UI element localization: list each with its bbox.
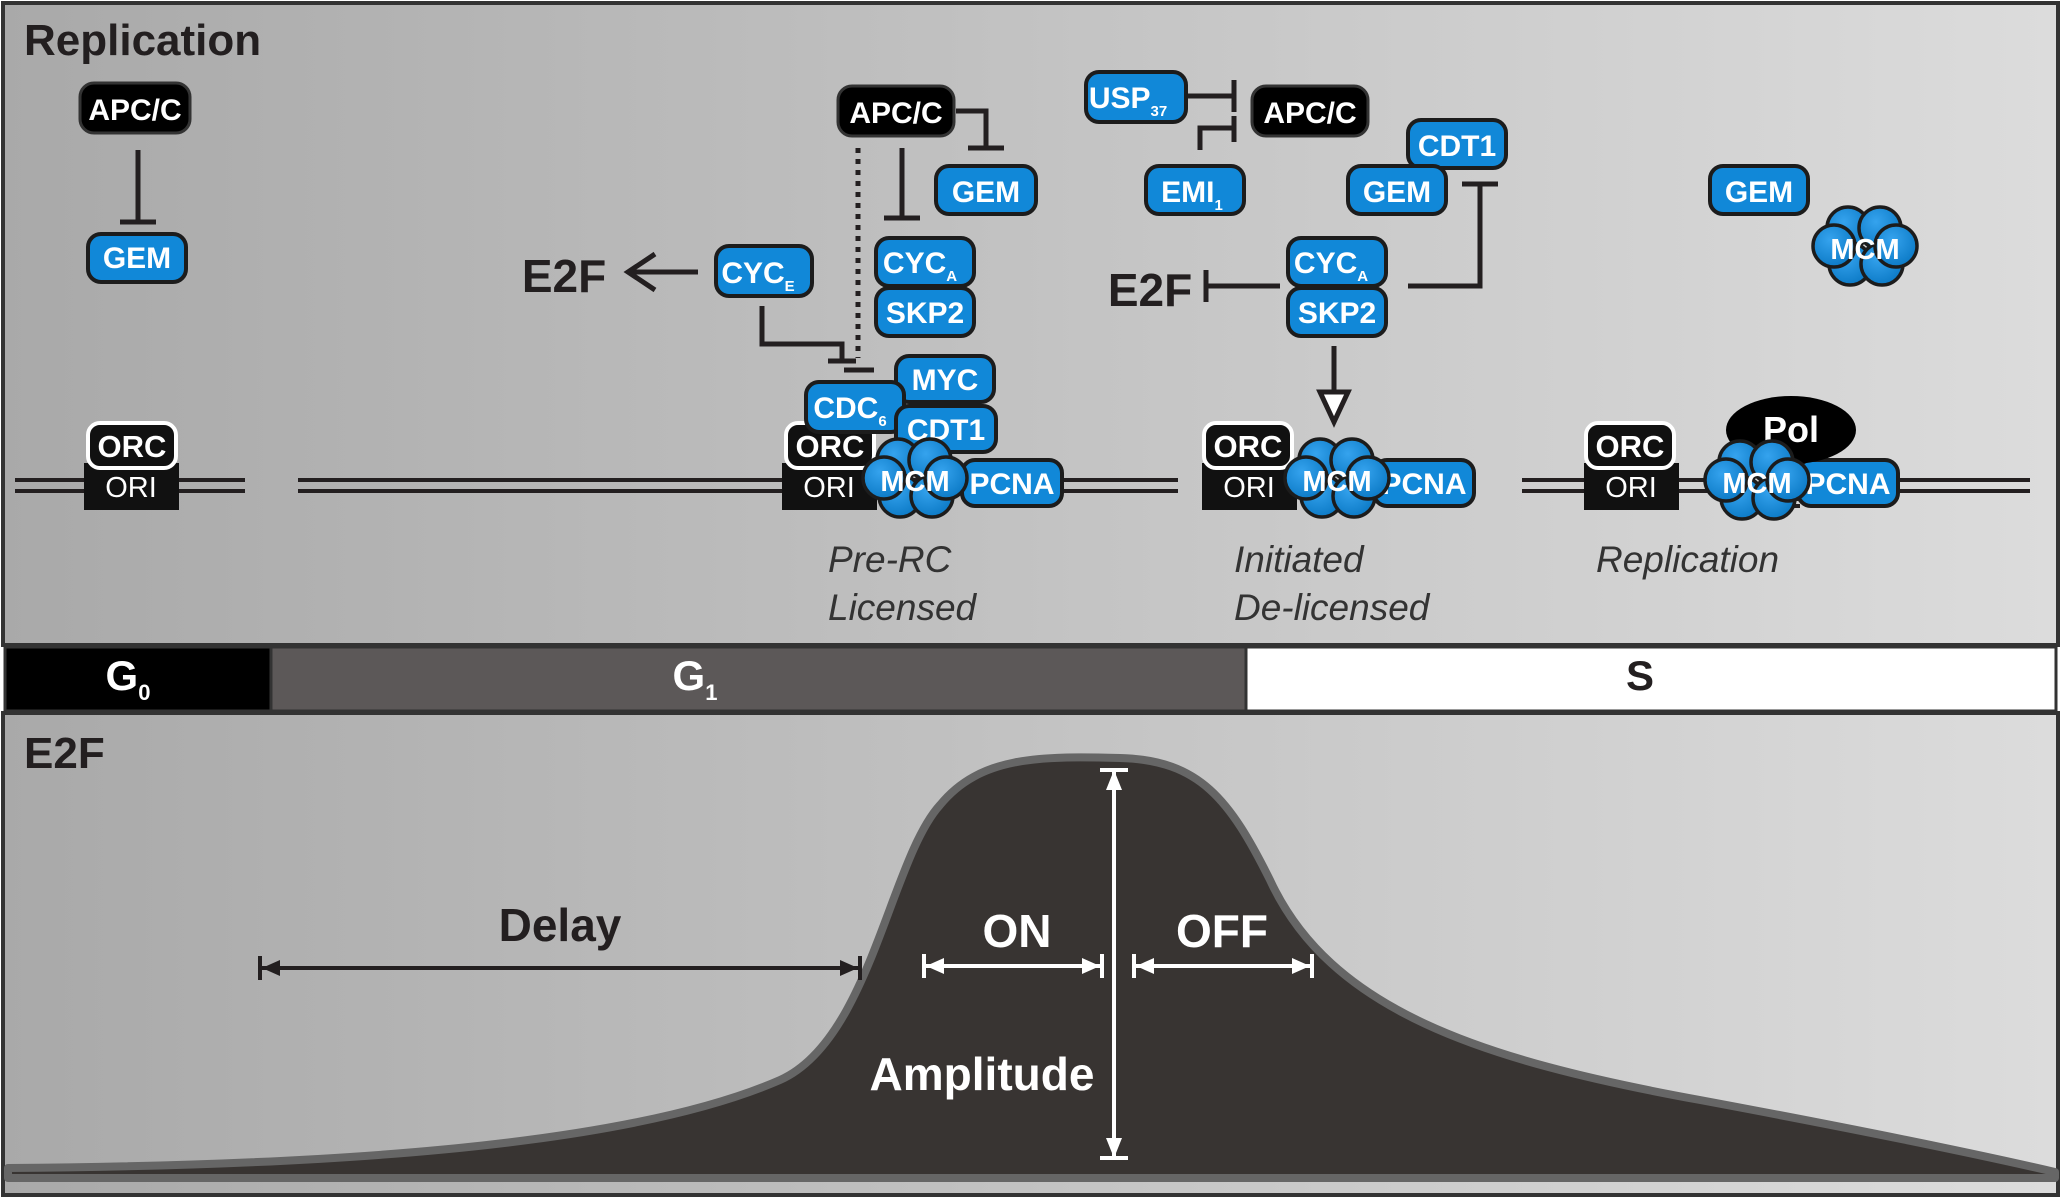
phase-s-segment: [1244, 645, 2058, 713]
orc-initiated: ORC: [1202, 421, 1294, 470]
cyca-s-label: CYCA: [1294, 247, 1368, 285]
gem-s-label: GEM: [1363, 176, 1431, 209]
apcc-g0: APC/C: [78, 81, 192, 135]
state-prerc: Pre-RC: [828, 539, 952, 580]
orc-label: ORC: [796, 429, 865, 464]
protein-boxes: [86, 70, 1900, 508]
apcc-label: APC/C: [1263, 97, 1356, 130]
e2f-label-g1: E2F: [522, 250, 606, 302]
state-initiated: Initiated: [1234, 539, 1365, 580]
delay-measure: [258, 956, 862, 980]
mcm-initiated-label: MCM: [1302, 466, 1371, 498]
usp37-label: USP37: [1089, 82, 1167, 120]
protein-labels: GEM CYCE GEM CYCA SKP2 MYC CDC6 CDT1 PCN…: [103, 82, 1891, 501]
phase-bar: G0 G1 S: [3, 645, 2058, 713]
apcc-label: APC/C: [849, 97, 942, 130]
cdc6-label: CDC6: [813, 392, 886, 430]
ori-block-prerc: ORI: [782, 463, 877, 510]
apcc-label: APC/C: [88, 94, 181, 127]
pcna-replication-label: PCNA: [1805, 468, 1890, 501]
phase-g0-label: G0: [106, 652, 151, 705]
ori-block-g0: ORI: [84, 463, 179, 510]
mcm-complex-free: MCM: [1811, 205, 1919, 287]
cyce-label: CYCE: [721, 257, 794, 295]
orc-replication: ORC: [1584, 421, 1676, 470]
ori-label-replication: ORI: [1605, 472, 1657, 504]
skp2-s-label: SKP2: [1298, 297, 1376, 330]
replication-panel: [1, 1, 2060, 647]
state-licensed: Licensed: [828, 587, 978, 628]
gem-replication-label: GEM: [1725, 176, 1793, 209]
white-measures: [922, 768, 1314, 1160]
phase-g1-label: G1: [673, 652, 718, 705]
mcm-complex-initiated: MCM: [1283, 437, 1391, 519]
mcm-complex-prerc: MCM: [861, 437, 969, 519]
orc-g0: ORC: [86, 421, 178, 470]
replication-panel-title: Replication: [24, 16, 261, 65]
state-labels: Pre-RC Licensed Initiated De-licensed Re…: [828, 539, 1779, 628]
myc-label: MYC: [912, 364, 979, 397]
delay-label: Delay: [499, 899, 622, 951]
off-label: OFF: [1176, 905, 1268, 957]
mcm-complex-replication: MCM: [1703, 439, 1811, 521]
ori-block-replication: ORI: [1584, 463, 1679, 510]
e2f-panel-title: E2F: [24, 729, 105, 778]
skp2-g1-label: SKP2: [886, 297, 964, 330]
mcm-replication-label: MCM: [1722, 468, 1791, 500]
phase-g1-segment: [269, 645, 1248, 713]
cyca-g1-label: CYCA: [883, 247, 957, 285]
phase-g0-segment: [3, 645, 273, 713]
pcna-s-label: PCNA: [1381, 468, 1466, 501]
ori-block-initiated: ORI: [1202, 463, 1297, 510]
e2f-label-s: E2F: [1108, 264, 1192, 316]
mcm-prerc-label: MCM: [880, 466, 949, 498]
orc-label: ORC: [1214, 429, 1283, 464]
gem-g0-label: GEM: [103, 242, 171, 275]
emi1-label: EMI1: [1161, 176, 1223, 214]
orc-label: ORC: [1596, 429, 1665, 464]
phase-s-label: S: [1626, 652, 1654, 699]
ori-label-g0: ORI: [105, 472, 157, 504]
cdt1-s-label: CDT1: [1418, 130, 1496, 163]
amplitude-label: Amplitude: [870, 1048, 1095, 1100]
pcna-g1-label: PCNA: [969, 468, 1054, 501]
on-label: ON: [983, 905, 1052, 957]
regulation-lines: [120, 80, 1498, 428]
ori-label-prerc: ORI: [803, 472, 855, 504]
gem-g1-label: GEM: [952, 176, 1020, 209]
ori-label-initiated: ORI: [1223, 472, 1275, 504]
apcc-s: APC/C: [1250, 84, 1370, 138]
state-delicensed: De-licensed: [1234, 587, 1431, 628]
mcm-free-label: MCM: [1830, 234, 1899, 266]
apcc-g1: APC/C: [836, 84, 956, 138]
orc-label: ORC: [98, 429, 167, 464]
state-replication: Replication: [1596, 539, 1779, 580]
orc-prerc: ORC: [784, 421, 876, 470]
